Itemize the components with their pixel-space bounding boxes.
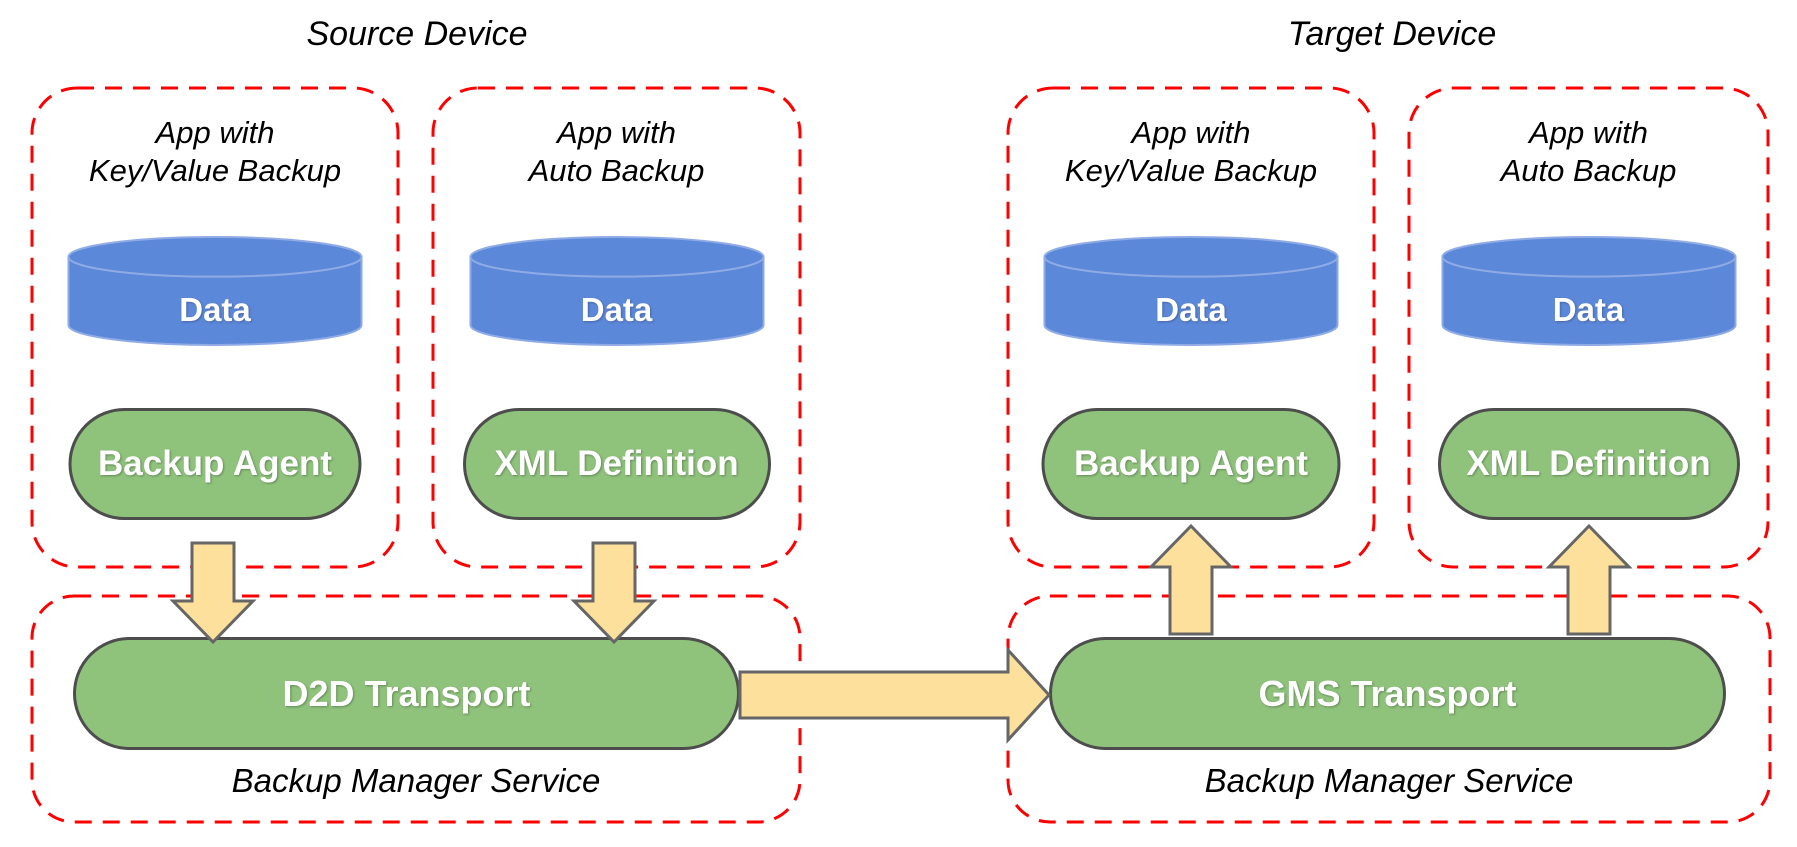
data-cylinder: Data — [1440, 235, 1737, 348]
d2d-transport-pill: D2D Transport — [73, 637, 740, 750]
app-name-line1: App with — [1131, 115, 1251, 150]
data-cylinder: Data — [1043, 235, 1340, 348]
source-device-title: Source Device — [306, 15, 528, 53]
backup-agent-pill: Backup Agent — [68, 408, 362, 520]
service-label: Backup Manager Service — [1204, 762, 1574, 799]
app-name: App with Auto Backup — [433, 114, 800, 190]
source-autobackup-app-box: App with Auto Backup Data XML Definition — [433, 88, 800, 567]
pill-label: XML Definition — [494, 444, 739, 483]
app-name-line2: Auto Backup — [528, 153, 705, 188]
xml-definition-pill: XML Definition — [462, 408, 771, 520]
pill-label: Backup Agent — [1073, 444, 1308, 483]
app-name-line2: Key/Value Backup — [1064, 153, 1318, 188]
target-autobackup-app-box: App with Auto Backup Data XML Definition — [1409, 88, 1768, 567]
data-cylinder: Data — [468, 235, 765, 348]
source-backup-manager-service-box: D2D Transport Backup Manager Service — [32, 596, 800, 822]
app-name-line2: Key/Value Backup — [88, 153, 342, 188]
app-name: App with Key/Value Backup — [32, 114, 398, 190]
gms-transport-pill: GMS Transport — [1049, 637, 1726, 750]
app-name: App with Auto Backup — [1409, 114, 1768, 190]
data-label: Data — [580, 291, 653, 328]
data-label: Data — [179, 291, 251, 328]
data-cylinder: Data — [67, 235, 364, 348]
service-label: Backup Manager Service — [231, 762, 601, 799]
xml-definition-pill: XML Definition — [1437, 408, 1740, 520]
pill-label: XML Definition — [1466, 444, 1711, 483]
app-name-line1: App with — [1529, 115, 1648, 150]
app-name-line1: App with — [155, 115, 275, 150]
transport-label: GMS Transport — [1258, 672, 1517, 714]
target-keyvalue-app-box: App with Key/Value Backup Data Backup Ag… — [1008, 88, 1374, 567]
backup-agent-pill: Backup Agent — [1041, 408, 1341, 520]
app-name-line2: Auto Backup — [1500, 153, 1677, 188]
app-name: App with Key/Value Backup — [1008, 114, 1374, 190]
pill-label: Backup Agent — [97, 444, 332, 483]
target-device-title: Target Device — [1287, 15, 1497, 53]
target-backup-manager-service-box: GMS Transport Backup Manager Service — [1008, 596, 1770, 822]
data-label: Data — [1552, 291, 1625, 328]
data-label: Data — [1155, 291, 1227, 328]
source-keyvalue-app-box: App with Key/Value Backup Data Backup Ag… — [32, 88, 398, 567]
app-name-line1: App with — [557, 115, 676, 150]
transport-label: D2D Transport — [282, 672, 531, 714]
